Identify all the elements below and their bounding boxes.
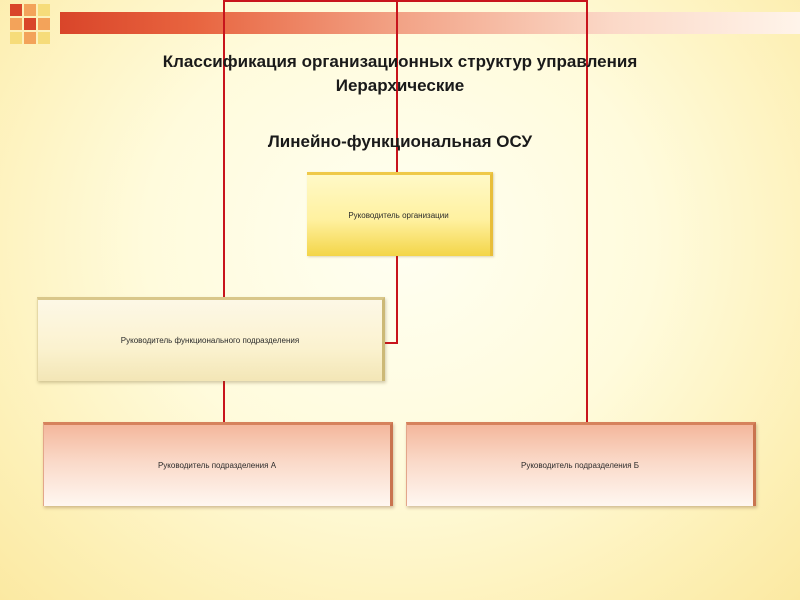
page-title: Классификация организационных структур у… xyxy=(162,52,638,71)
org-head-box: Руководитель организации xyxy=(307,172,493,256)
corner-decoration xyxy=(0,0,70,52)
dept-b-head-box: Руководитель подразделения Б xyxy=(406,422,756,506)
dept-b-head-label: Руководитель подразделения Б xyxy=(521,461,639,470)
page-subtitle: Иерархические xyxy=(335,76,465,95)
structure-type-title: Линейно-функциональная ОСУ xyxy=(267,132,533,151)
org-head-label: Руководитель организации xyxy=(348,211,449,220)
header-band xyxy=(60,12,800,34)
dept-a-head-label: Руководитель подразделения А xyxy=(157,461,277,470)
functional-head-label: Руководитель функционального подразделен… xyxy=(120,336,300,345)
functional-head-box: Руководитель функционального подразделен… xyxy=(37,297,385,381)
dept-a-head-box: Руководитель подразделения А xyxy=(43,422,393,506)
